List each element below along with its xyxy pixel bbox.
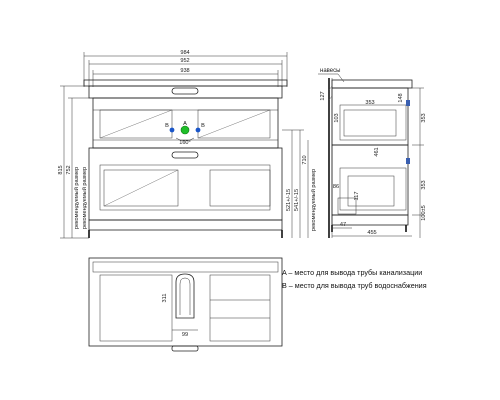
dim-752: 752 [66,165,72,174]
dim-952: 952 [180,58,189,64]
dim-984: 984 [180,50,189,56]
dim-rec-3: рекомендуемый размер [310,169,317,231]
label-b-left: B [165,123,169,129]
side-view: навесы 127 103 353 148 353 461 117 86 35… [318,68,427,238]
dim-353-right-top: 353 [421,113,427,122]
dim-rec-2: рекомендуемый размер [81,167,88,229]
dim-99: 99 [182,332,188,338]
dim-815: 815 [58,165,64,174]
legend-line-a: A – место для вывода трубы канализации [282,268,423,277]
label-a: A [183,121,187,127]
dim-127: 127 [320,91,326,100]
pipe-b-left-marker [169,127,175,133]
pipe-b-right-marker [195,127,201,133]
front-view: 984 952 938 A B B 160° [58,50,317,239]
dim-100: 100±5 [421,205,427,221]
dim-353-right-bottom: 353 [421,180,427,189]
dim-angle: 160° [179,140,191,146]
dim-461: 461 [374,147,380,156]
dim-rec-1: рекомендуемый размер [73,167,80,229]
dim-86: 86 [333,184,339,190]
dim-353-top: 353 [365,100,374,106]
dim-521: 521+/-15 [286,189,292,211]
dim-455: 455 [367,230,376,236]
dim-710: 710 [302,155,308,164]
dim-311: 311 [162,294,168,303]
top-view: 311 99 [88,257,283,352]
dim-938: 938 [180,68,189,74]
dim-103: 103 [334,113,340,122]
label-naves: навесы [320,68,340,74]
dim-117: 117 [354,192,360,201]
dim-541: 541+/-15 [294,189,300,211]
dim-47: 47 [340,222,346,228]
pipe-a-marker [180,125,190,135]
dim-148: 148 [398,93,404,102]
legend-line-b: B – место для вывода труб водоснабжения [282,281,427,290]
label-b-right: B [201,123,205,129]
